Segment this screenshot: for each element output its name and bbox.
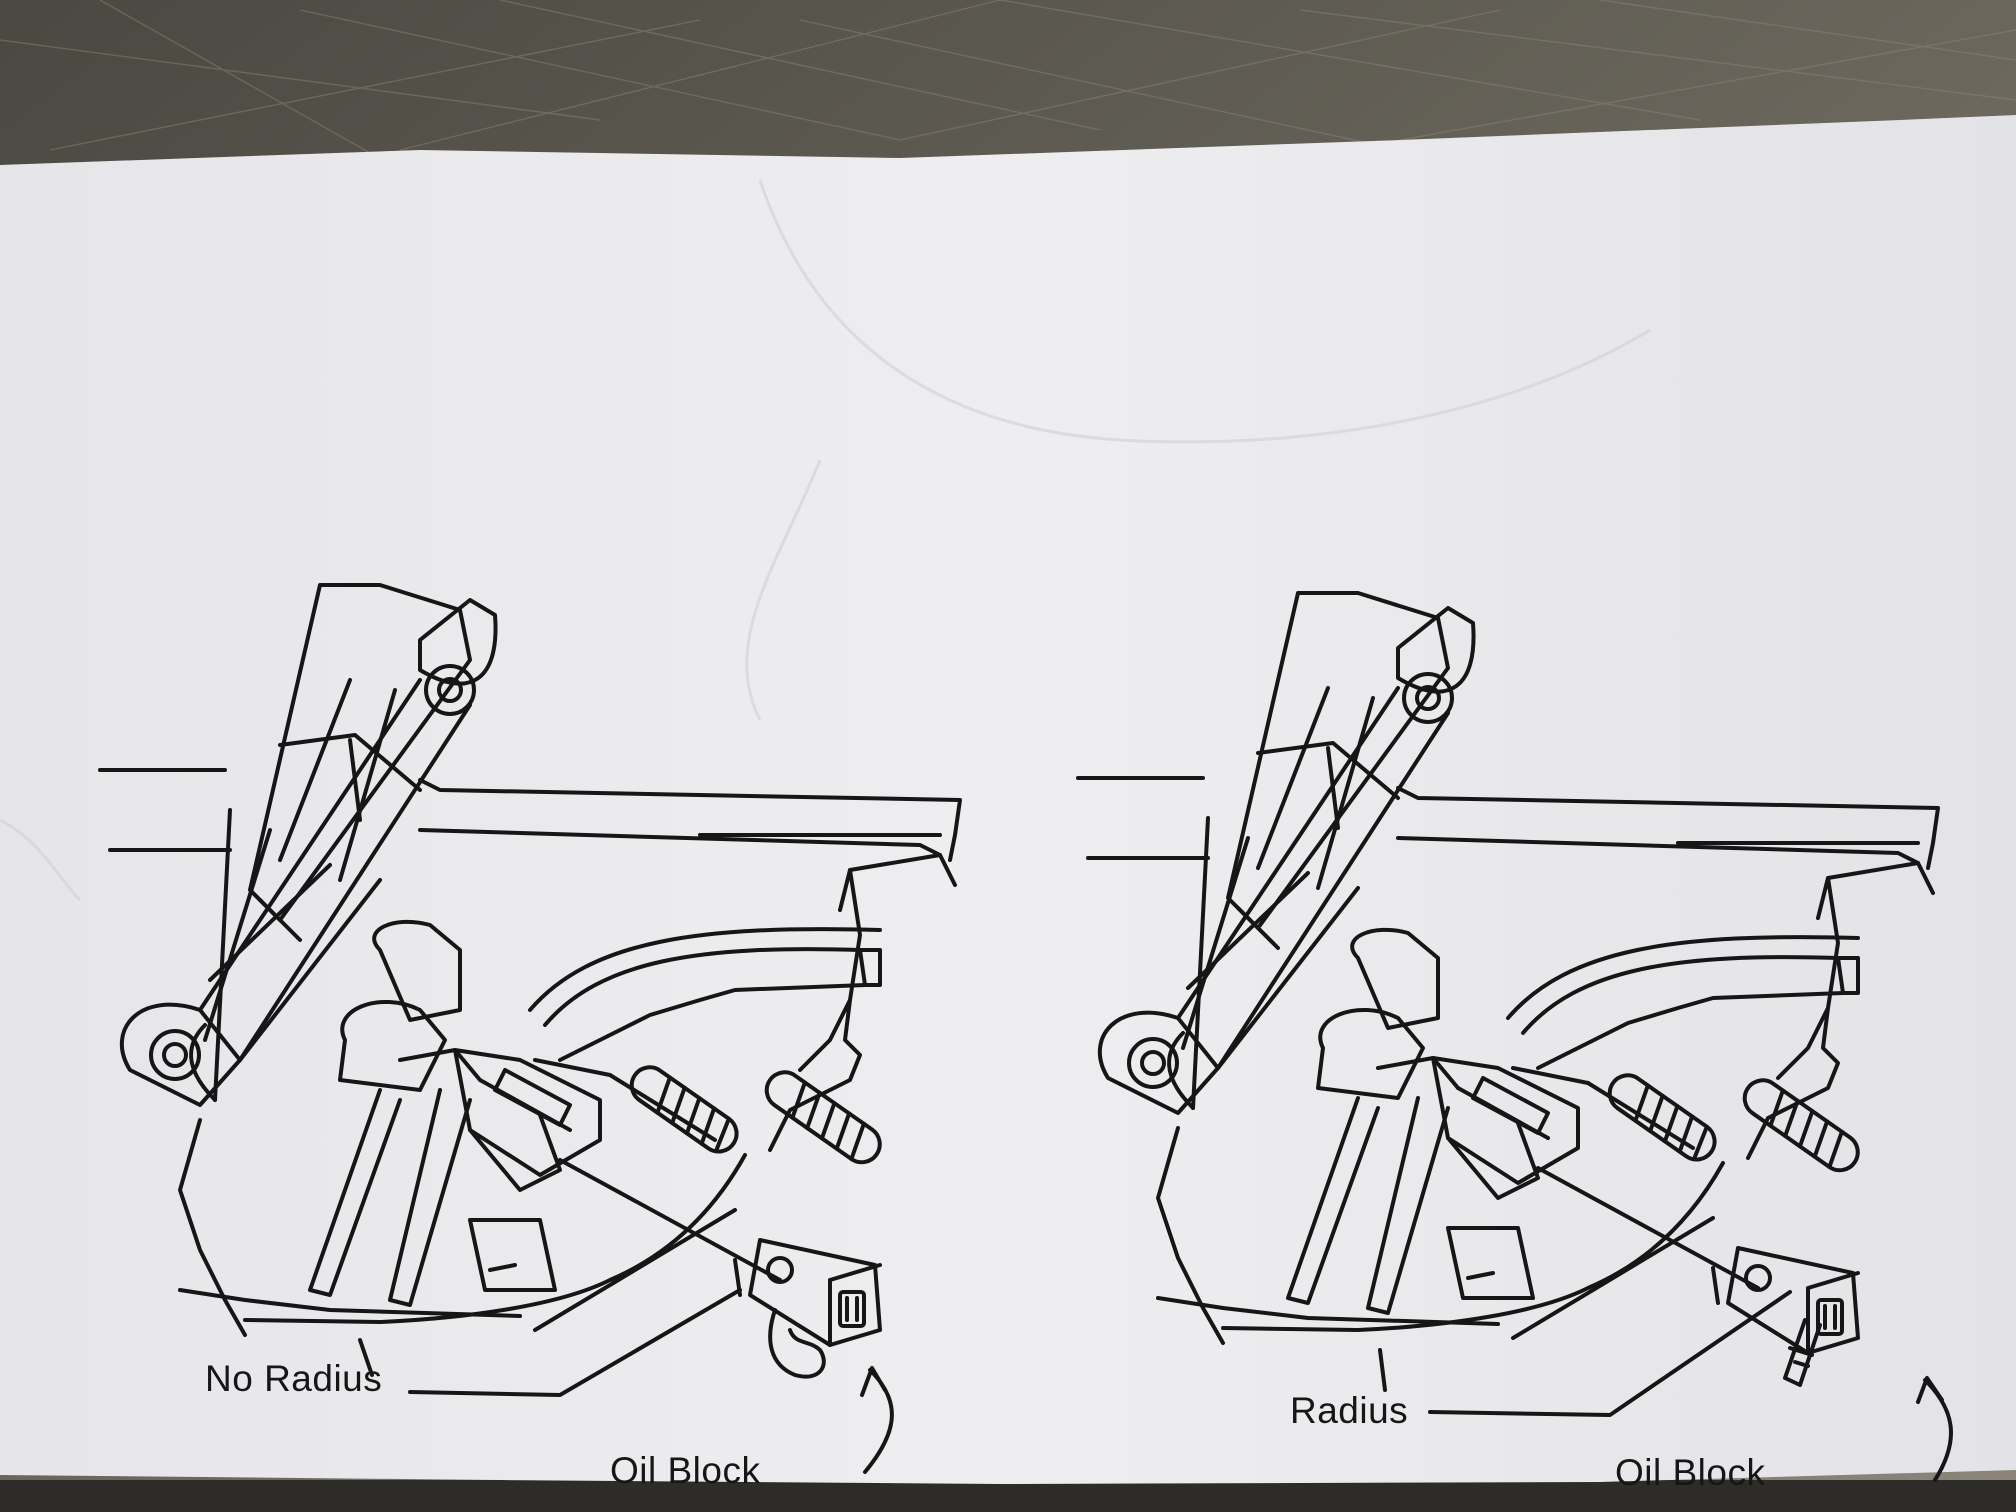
no-radius-label: No Radius <box>205 1358 383 1399</box>
diagram-left <box>98 583 962 1474</box>
oil-block-arrow-left <box>860 1366 894 1474</box>
oil-block-fitting-left <box>768 1308 826 1379</box>
oil-block-arrow-right <box>1916 1376 1953 1482</box>
left-callout-leader <box>358 1338 374 1377</box>
oil-block-fitting-right <box>1783 1318 1822 1387</box>
upper-pivot-bolt <box>1402 672 1454 724</box>
diagram-right <box>1076 591 1953 1482</box>
paper-sheet <box>0 115 2016 1484</box>
radius-leader <box>1428 1290 1792 1417</box>
upper-pivot-bolt <box>424 664 476 716</box>
oil-block-label-left: Oil Block <box>610 1450 761 1491</box>
oil-block-label-right: Oil Block <box>1615 1452 1766 1493</box>
no-radius-leader <box>408 1288 742 1397</box>
right-callout-leader <box>1378 1348 1387 1392</box>
radius-label: Radius <box>1290 1390 1409 1431</box>
lower-pivot-bolt <box>149 1029 201 1081</box>
lower-pivot-bolt <box>1127 1037 1179 1089</box>
